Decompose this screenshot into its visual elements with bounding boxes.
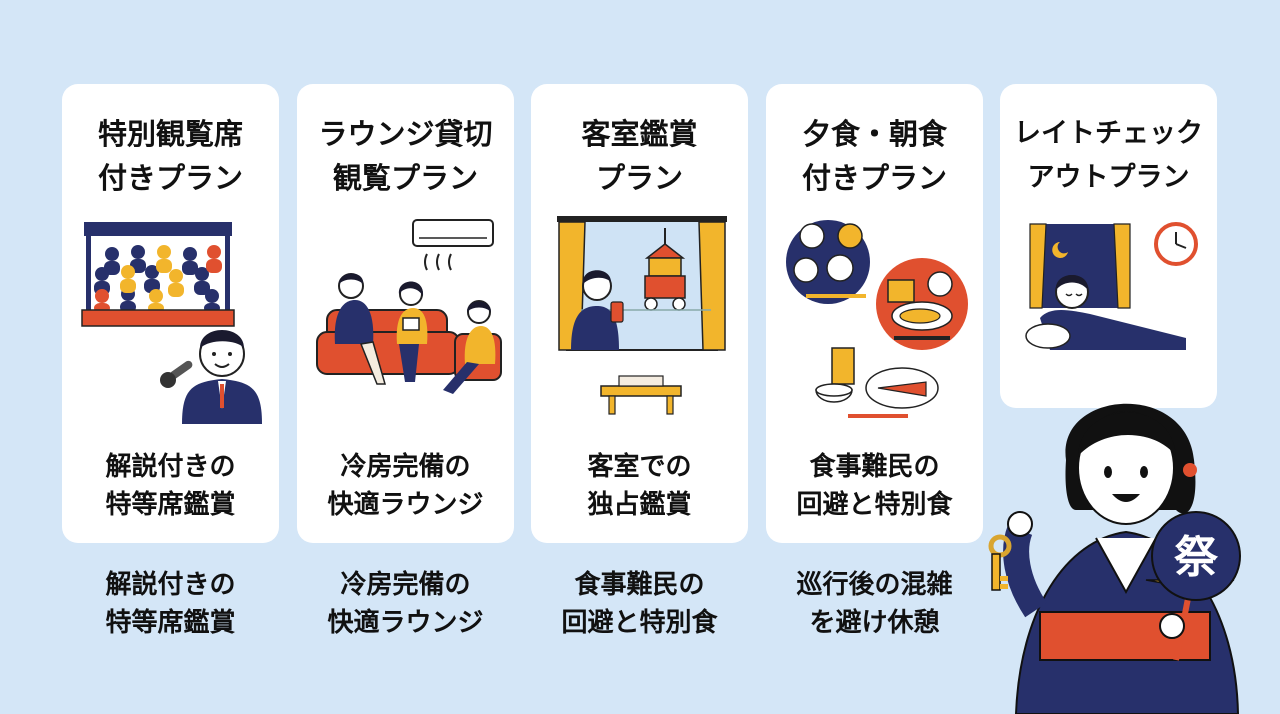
card-title: レイトチェック アウトプラン (1000, 112, 1217, 200)
card-title: 客室鑑賞 プラン (531, 112, 748, 200)
plan-card-special-seat[interactable]: 特別観覧席 付きプラン (62, 84, 279, 543)
card-title: 特別観覧席 付きプラン (62, 112, 279, 200)
yukata-girl-illustration: 祭 (988, 403, 1241, 714)
card-desc-line: 回避と特別食 (796, 490, 953, 520)
card-title-line: 付きプラン (97, 161, 243, 195)
card-title-line: アウトプラン (1027, 162, 1190, 193)
card-title: ラウンジ貸切 観覧プラン (297, 112, 514, 200)
card-desc-line: 食事難民の (809, 452, 940, 482)
caption-line: 巡行後の混雑 (796, 570, 953, 600)
caption-line: 回避と特別食 (561, 608, 718, 638)
card-desc-line: 特等席鑑賞 (105, 490, 236, 520)
card-desc-line: 快適ラウンジ (327, 490, 484, 520)
caption-line: 快適ラウンジ (327, 608, 484, 638)
meals-illustration (786, 220, 968, 418)
card-title-line: 夕食・朝食 (801, 117, 947, 151)
room-window-float-illustration (557, 216, 727, 415)
caption-line: 解説付きの (105, 570, 236, 600)
card-title-line: レイトチェック (1014, 118, 1203, 149)
plan-card-guest-room[interactable]: 客室鑑賞 プラン 客室での 独占鑑賞 (531, 84, 748, 543)
card-desc-line: 独占鑑賞 (587, 490, 692, 520)
card-title-line: 付きプラン (801, 161, 947, 195)
card-title: 夕食・朝食 付きプラン (766, 112, 983, 200)
caption-line: を避け休憩 (809, 608, 940, 638)
card-desc-line: 解説付きの (105, 452, 236, 482)
card-title-line: 特別観覧席 (97, 117, 243, 151)
card-desc-line: 冷房完備の (340, 452, 471, 482)
caption-below-card: 巡行後の混雑 を避け休憩 (766, 566, 983, 642)
plan-card-meals[interactable]: 夕食・朝食 付きプラン 食事難民の 回避と特別食 (766, 84, 983, 543)
card-title-line: プラン (595, 161, 683, 195)
grandstand-commentator-illustration (81, 222, 262, 424)
plan-card-late-checkout[interactable]: レイトチェック アウトプラン (1000, 84, 1217, 408)
card-description: 解説付きの 特等席鑑賞 (62, 448, 279, 524)
fan-label: 祭 (1174, 532, 1219, 583)
caption-line: 食事難民の (574, 570, 705, 600)
card-title-line: 観覧プラン (332, 161, 478, 195)
card-description: 食事難民の 回避と特別食 (766, 448, 983, 524)
plan-card-lounge[interactable]: ラウンジ貸切 観覧プラン 冷房完備の 快適ラウンジ (297, 84, 514, 543)
caption-below-card: 冷房完備の 快適ラウンジ (297, 566, 514, 642)
card-description: 客室での 独占鑑賞 (531, 448, 748, 524)
caption-line: 冷房完備の (340, 570, 471, 600)
caption-below-card: 食事難民の 回避と特別食 (531, 566, 748, 642)
card-desc-line: 客室での (587, 452, 692, 482)
card-title-line: 客室鑑賞 (581, 117, 698, 151)
card-description: 冷房完備の 快適ラウンジ (297, 448, 514, 524)
card-title-line: ラウンジ貸切 (318, 117, 493, 151)
resting-person-illustration (1025, 222, 1198, 350)
caption-below-card: 解説付きの 特等席鑑賞 (62, 566, 279, 642)
caption-line: 特等席鑑賞 (105, 608, 236, 638)
lounge-sofa-illustration (316, 219, 502, 394)
